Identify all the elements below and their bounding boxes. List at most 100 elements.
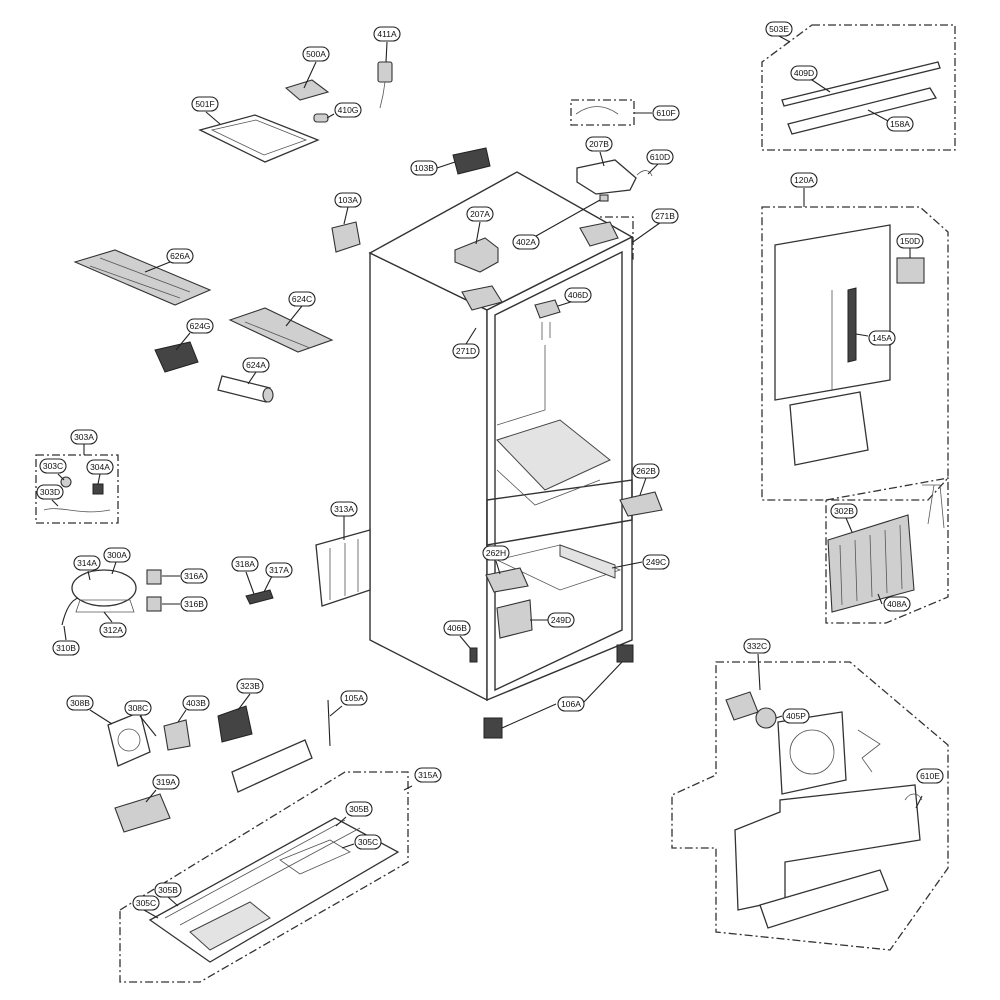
part-271D-hinge <box>461 285 503 311</box>
callout-317A: 317A <box>265 562 293 578</box>
callout-106A: 106A <box>557 696 585 712</box>
callout-332C: 332C <box>743 638 771 654</box>
callout-103A: 103A <box>334 192 362 208</box>
callout-207B-text: 207B <box>589 139 609 149</box>
callout-262H-text: 262H <box>486 548 506 558</box>
callout-300A: 300A <box>103 547 131 563</box>
part-323B-block <box>217 705 253 743</box>
part-332C-blade <box>857 729 881 773</box>
callout-411A: 411A <box>373 26 401 42</box>
callout-315A: 315A <box>414 767 442 783</box>
part-313A-panel <box>315 529 371 607</box>
part-624A-end <box>262 387 274 403</box>
parts-right <box>725 61 945 929</box>
frame-503E <box>761 24 956 151</box>
part-308B-fan <box>117 728 141 752</box>
leader-308B <box>89 709 113 725</box>
callout-271B: 271B <box>651 208 679 224</box>
callout-305C-2: 305C <box>132 895 160 911</box>
part-302B-fins <box>839 524 903 606</box>
callout-304A-text: 304A <box>90 462 110 472</box>
callout-624G: 624G <box>186 318 214 334</box>
leader-411A <box>385 41 388 63</box>
callout-405P-text: 405P <box>786 711 806 721</box>
parts-top-left <box>73 61 653 403</box>
part-410G-plug <box>313 113 329 123</box>
leader-207A <box>475 221 481 245</box>
callout-150D-text: 150D <box>900 236 920 246</box>
leader-304A <box>97 473 101 485</box>
part-313A-detail <box>329 539 359 600</box>
callout-624G-text: 624G <box>190 321 211 331</box>
callout-207A: 207A <box>466 206 494 222</box>
callout-408A-text: 408A <box>887 599 907 609</box>
callout-323B: 323B <box>236 678 264 694</box>
leader-402A <box>535 199 601 237</box>
part-319A-bracket <box>114 793 171 833</box>
leader-408A <box>877 593 883 605</box>
callout-207A-text: 207A <box>470 209 490 219</box>
callout-403B-text: 403B <box>186 698 206 708</box>
callout-501F: 501F <box>191 96 219 112</box>
leader-308C <box>139 715 157 737</box>
part-332C-fan <box>789 729 835 775</box>
leader-503E <box>778 35 791 43</box>
callout-262B: 262B <box>632 463 660 479</box>
part-624C-rail <box>228 307 334 353</box>
callout-305C-1-text: 305C <box>358 837 378 847</box>
frame-302B <box>825 477 949 624</box>
leader-145A <box>855 333 869 337</box>
callout-308B: 308B <box>66 695 94 711</box>
callout-305C-2-text: 305C <box>136 898 156 908</box>
part-411A-adapter <box>377 61 393 83</box>
callout-410G: 410G <box>334 102 362 118</box>
callout-308B-text: 308B <box>70 698 90 708</box>
callout-303C: 303C <box>39 458 67 474</box>
crisper-floor-2 <box>496 469 601 506</box>
callout-303A-text: 303A <box>74 432 94 442</box>
leader-403B <box>177 709 187 723</box>
leader-249C <box>611 561 643 569</box>
leader-610E <box>915 795 923 809</box>
leader-302B <box>845 517 853 533</box>
part-106A-leg-rear <box>616 644 634 663</box>
callout-303C-text: 303C <box>43 461 63 471</box>
callout-150D: 150D <box>896 233 924 249</box>
part-103A-grille <box>331 221 361 253</box>
crisper-floor <box>496 419 611 491</box>
callout-300A-text: 300A <box>107 550 127 560</box>
callout-105A: 105A <box>340 690 368 706</box>
part-406D-bracket <box>534 299 561 319</box>
leader-410G <box>326 113 335 119</box>
leader-207B <box>599 151 605 167</box>
leader-501F <box>205 111 221 125</box>
part-106A-leg-front <box>483 717 503 739</box>
leader-262B <box>639 477 647 496</box>
leader-500A <box>303 61 317 89</box>
leader-323B <box>237 693 251 711</box>
leader-303C <box>57 473 65 481</box>
callout-406B-text: 406B <box>447 623 467 633</box>
leader-305B-1 <box>335 816 347 827</box>
leader-332C <box>757 653 761 691</box>
callout-624C-text: 624C <box>292 294 312 304</box>
callout-308C: 308C <box>124 700 152 716</box>
hinge-plate-207A <box>454 237 499 273</box>
part-624G-auger <box>154 341 199 373</box>
leader-405P <box>775 715 783 719</box>
callout-249C-text: 249C <box>646 557 666 567</box>
callout-105A-text: 105A <box>344 693 364 703</box>
callout-406D-text: 406D <box>568 290 588 300</box>
leader-262H <box>495 560 501 575</box>
callout-305C-1: 305C <box>354 834 382 850</box>
part-402A-screw <box>599 194 609 202</box>
callout-302B: 302B <box>830 503 858 519</box>
part-145A-bar <box>847 287 857 363</box>
part-405P-motor <box>755 707 777 729</box>
callout-316A: 316A <box>180 568 208 584</box>
leader-271B <box>632 219 665 243</box>
leader-271D <box>465 327 477 345</box>
callout-103A-text: 103A <box>338 195 358 205</box>
part-406B-switch <box>469 647 478 663</box>
